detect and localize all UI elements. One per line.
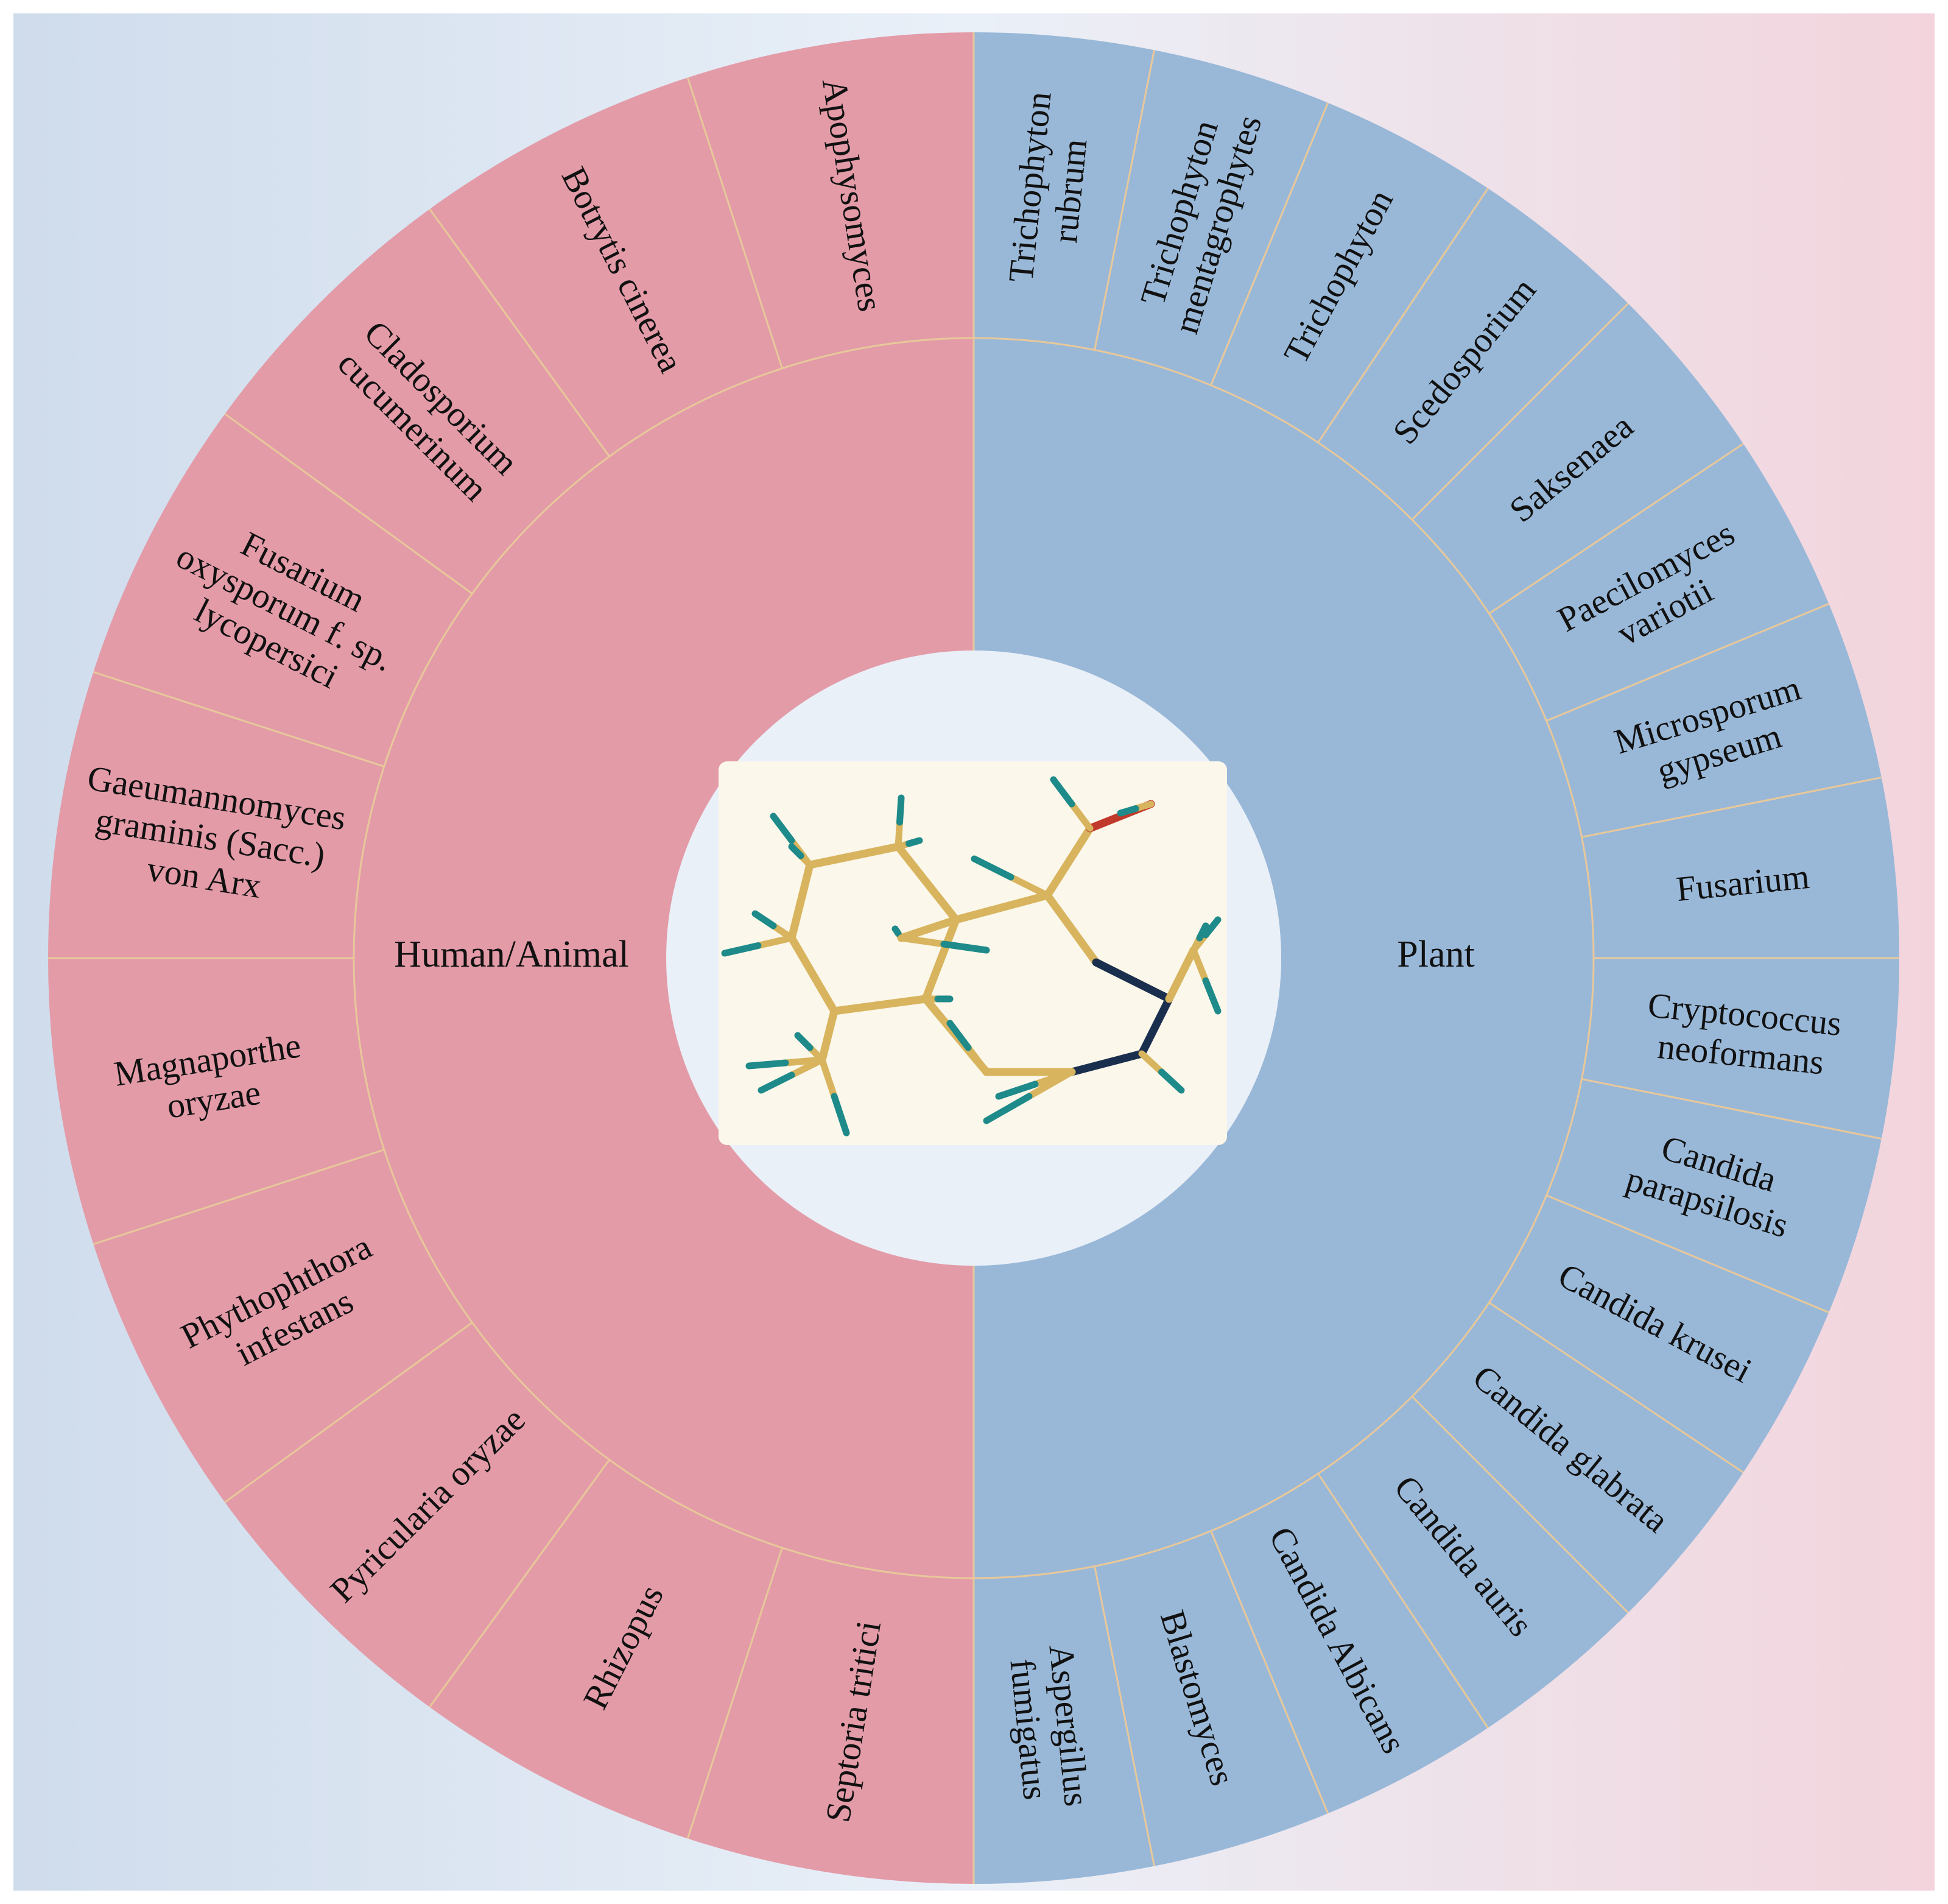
plant-segment-divider	[1094, 49, 1156, 350]
plant-segment-divider	[1488, 443, 1744, 615]
molecule-hydrogen-bond	[770, 813, 795, 844]
molecule-hydrogen-bond	[905, 837, 923, 847]
segment-dividers	[48, 32, 1899, 1884]
molecule-hydrogen-bond	[788, 843, 804, 859]
molecule-bond	[788, 1056, 826, 1079]
plant-segment-divider	[1317, 188, 1489, 443]
molecule-bond	[770, 922, 795, 942]
molecule-hydrogen-bond	[995, 1081, 1039, 1100]
molecule-bond	[754, 934, 795, 949]
plant-segment-divider	[1545, 602, 1829, 722]
molecule-hydrogen-bond	[758, 1071, 795, 1094]
molecule-hydrogen-bond	[940, 940, 990, 954]
molecule-hydrogen-bond	[891, 925, 902, 937]
molecule-panel	[719, 761, 1227, 1145]
molecule-hydrogen-bond	[983, 1093, 1033, 1124]
molecule-hydrogen-bond	[971, 855, 1014, 881]
plant-segment-divider	[1545, 1194, 1829, 1314]
molecule-hydrogen-bond	[1050, 776, 1075, 808]
human-animal-segment-divider	[686, 77, 783, 369]
plant-segment-divider	[1411, 1395, 1629, 1613]
molecule-bond	[894, 842, 960, 924]
human-animal-segment-divider	[429, 208, 610, 457]
molecule-bond	[1068, 800, 1094, 832]
molecule-bond	[1067, 1049, 1146, 1076]
molecule-hydrogen-bond	[1196, 922, 1209, 942]
molecule-bond	[830, 995, 930, 1015]
human-animal-segment-divider	[429, 1459, 610, 1708]
molecule-bond	[1138, 995, 1173, 1058]
human-animal-segment-divider	[686, 1547, 783, 1839]
molecule-bond	[818, 1056, 838, 1100]
molecule-bond	[921, 915, 960, 1003]
molecule-bond	[1043, 824, 1094, 900]
molecule-hydrogen-bond	[745, 1059, 789, 1070]
molecule-bond	[895, 819, 903, 850]
category-label-human-animal: Human/Animal	[394, 934, 629, 975]
molecule-hydrogen-bond	[794, 1032, 814, 1051]
molecule-bond	[1032, 1068, 1075, 1088]
category-label-plant: Plant	[1397, 934, 1474, 975]
molecule-bond	[787, 934, 839, 1015]
plant-segment-divider	[1581, 1078, 1882, 1140]
molecule-hydrogen-bond	[1202, 916, 1222, 939]
molecule-bond	[965, 1044, 990, 1076]
plant-segment-divider	[1411, 303, 1629, 521]
plant-segment-divider	[1094, 1566, 1156, 1867]
human-animal-segment-divider	[224, 413, 473, 594]
molecule-bond	[818, 1007, 839, 1064]
plant-segment-label: Aspergillusfumigatus	[1002, 1643, 1097, 1812]
molecule-hydrogen-bond	[1117, 805, 1139, 817]
molecule-bond	[1043, 891, 1100, 967]
molecule-bond	[1092, 958, 1173, 1003]
molecule-bond	[898, 934, 948, 948]
molecule-hydrogen-bond	[1158, 1068, 1185, 1094]
plant-segment-divider	[1581, 776, 1882, 838]
molecule-hydrogen-bond	[751, 910, 777, 929]
molecule-bond	[952, 891, 1052, 924]
molecule-bond	[1007, 873, 1051, 899]
molecule-hydrogen-bond	[721, 942, 762, 957]
molecule-bond	[1138, 1050, 1165, 1076]
molecule-bond	[787, 861, 814, 942]
molecule-bond	[806, 842, 902, 869]
plant-segment-divider	[1488, 1302, 1744, 1473]
plant-segment-divider	[1317, 1473, 1489, 1729]
molecule-bond	[1165, 946, 1198, 1003]
molecule-bond	[897, 915, 960, 942]
molecule-hydrogen-bond	[896, 794, 905, 826]
plant-segment-divider	[1210, 1530, 1329, 1814]
human-animal-segment-divider	[224, 1322, 473, 1503]
human-animal-segment-divider	[93, 671, 385, 767]
molecule-bond	[1190, 947, 1209, 984]
molecule-hydrogen-bond	[831, 1093, 850, 1137]
molecule-hydrogen-bond	[946, 1020, 972, 1051]
molecule-hydrogen-bond	[1202, 977, 1222, 1015]
molecule-3d-structure	[721, 776, 1222, 1137]
plant-segment-divider	[1210, 102, 1329, 386]
human-animal-half	[48, 32, 974, 1884]
human-animal-segment-divider	[93, 1149, 385, 1246]
